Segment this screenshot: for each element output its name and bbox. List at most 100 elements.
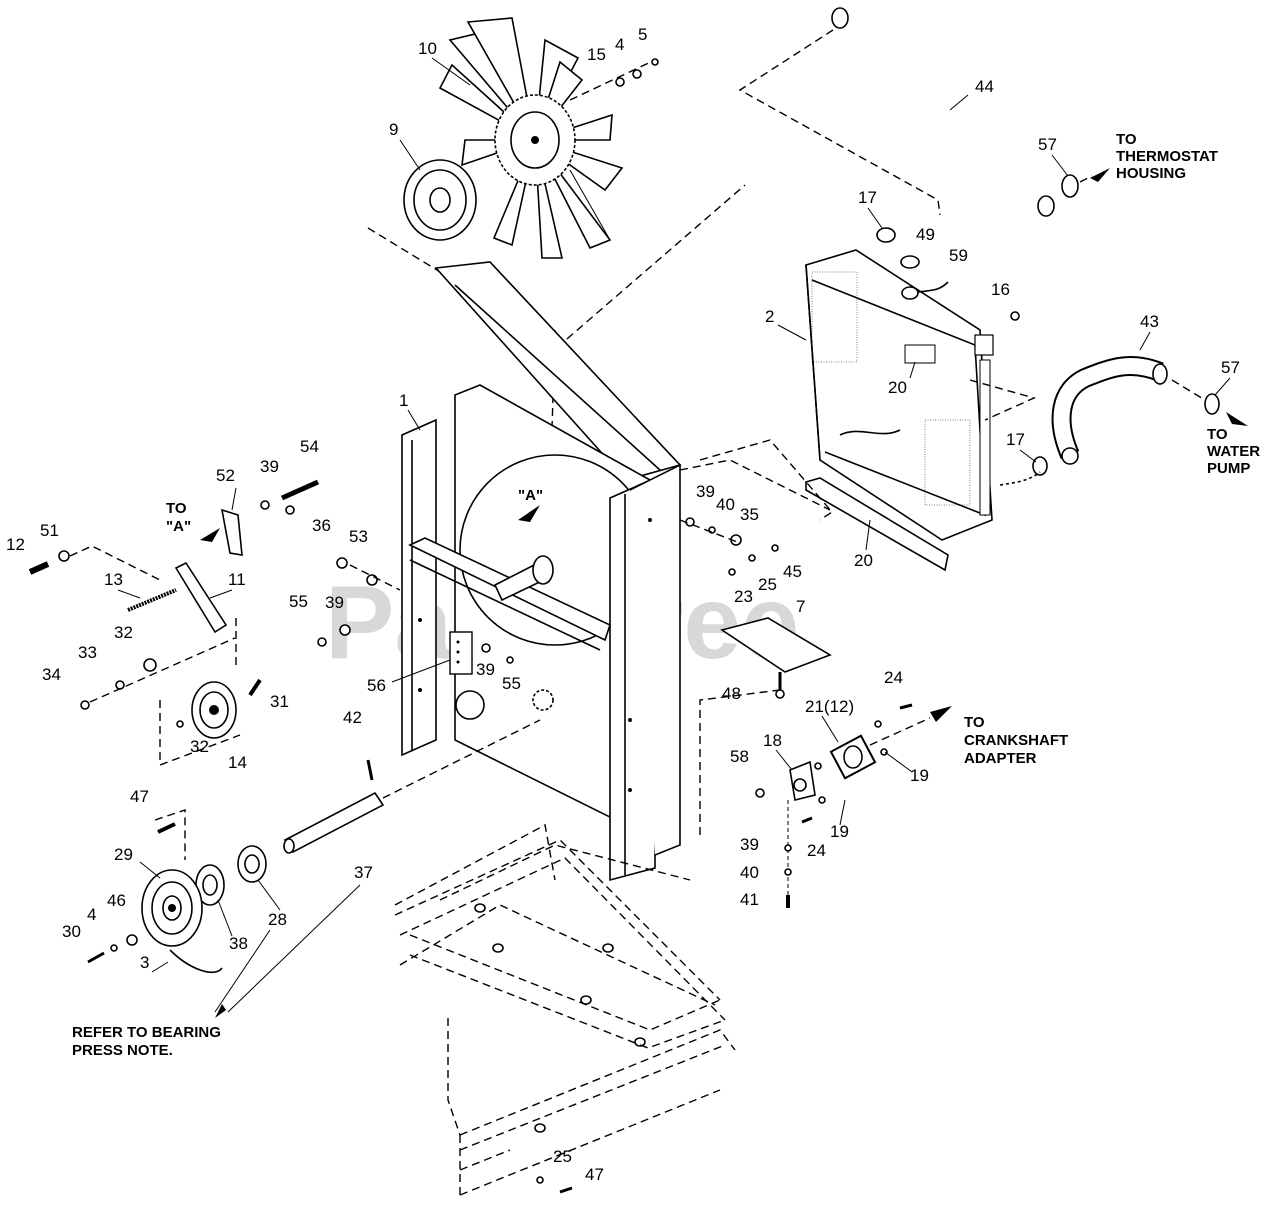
part-label: 17 bbox=[858, 188, 877, 207]
part-label: 19 bbox=[910, 766, 929, 785]
part-label: 2 bbox=[765, 307, 774, 326]
part-label: 53 bbox=[349, 527, 368, 546]
part-label: 4 bbox=[87, 905, 96, 924]
part-label: 33 bbox=[78, 643, 97, 662]
part-label: 18 bbox=[763, 731, 782, 750]
part-label: 9 bbox=[389, 120, 398, 139]
part-label: 39 bbox=[476, 660, 495, 679]
note-to-a: TO "A" bbox=[166, 500, 191, 535]
radiator-core bbox=[805, 249, 994, 541]
part-label: 30 bbox=[62, 922, 81, 941]
bracket-20-lower bbox=[805, 477, 949, 572]
part-label: 47 bbox=[585, 1165, 604, 1184]
svg-text:"A": "A" bbox=[166, 518, 191, 535]
jackshaft-37 bbox=[283, 719, 541, 854]
part-label: 34 bbox=[42, 665, 61, 684]
pulley-hardware bbox=[87, 809, 186, 964]
part-label: 39 bbox=[740, 835, 759, 854]
part-label: 5 bbox=[638, 25, 647, 44]
svg-text:PRESS NOTE.: PRESS NOTE. bbox=[72, 1042, 173, 1059]
part-label: 59 bbox=[949, 246, 968, 265]
bolt-16 bbox=[1010, 311, 1020, 321]
fan-pulley bbox=[403, 159, 477, 241]
part-label: 13 bbox=[104, 570, 123, 589]
idler-bracket-52 bbox=[200, 508, 243, 556]
part-label: 47 bbox=[130, 787, 149, 806]
part-label: 42 bbox=[343, 708, 362, 727]
part-label: 24 bbox=[807, 841, 826, 860]
fan-hardware bbox=[569, 58, 659, 101]
part-label: 38 bbox=[229, 934, 248, 953]
part-label: 17 bbox=[1006, 430, 1025, 449]
radiator-cap bbox=[900, 255, 949, 300]
part-label: 43 bbox=[1140, 312, 1159, 331]
part-label: 39 bbox=[325, 593, 344, 612]
part-label: 37 bbox=[354, 863, 373, 882]
part-label: 12 bbox=[6, 535, 25, 554]
right-hardware bbox=[679, 517, 779, 576]
upper-hose bbox=[831, 6, 1055, 219]
view-a-label: "A" bbox=[518, 487, 543, 504]
svg-text:TO: TO bbox=[166, 500, 187, 517]
part-label: 48 bbox=[722, 684, 741, 703]
crank-adapter-21 bbox=[829, 703, 952, 780]
part-label: 24 bbox=[884, 668, 903, 687]
part-label: 4 bbox=[615, 35, 624, 54]
part-label: 45 bbox=[783, 562, 802, 581]
shroud-frame bbox=[401, 261, 682, 882]
leader-lines bbox=[117, 57, 1231, 973]
fan-blade-assembly bbox=[438, 17, 624, 259]
lower-hose bbox=[1051, 356, 1168, 465]
part-label: 21(12) bbox=[805, 697, 854, 716]
part-label: 55 bbox=[502, 674, 521, 693]
svg-text:TO: TO bbox=[1207, 426, 1228, 443]
part-label: 1 bbox=[399, 391, 408, 410]
part-label: 40 bbox=[740, 863, 759, 882]
bolt-54 bbox=[260, 479, 320, 515]
part-label: 11 bbox=[228, 570, 246, 589]
belt-3 bbox=[169, 949, 223, 974]
part-label: 16 bbox=[991, 280, 1010, 299]
part-label: 44 bbox=[975, 77, 994, 96]
part-label: 51 bbox=[40, 521, 59, 540]
svg-text:TO: TO bbox=[1116, 131, 1137, 148]
note-bearing: REFER TO BEARING PRESS NOTE. bbox=[72, 1024, 221, 1059]
svg-text:HOUSING: HOUSING bbox=[1116, 165, 1186, 182]
part-label: 49 bbox=[916, 225, 935, 244]
note-water-pump: TO WATER PUMP bbox=[1207, 426, 1260, 477]
part-label: 52 bbox=[216, 466, 235, 485]
note-crankshaft: TO CRANKSHAFT ADAPTER bbox=[964, 714, 1068, 767]
bolt-12 bbox=[28, 550, 70, 575]
part-label: 31 bbox=[270, 692, 289, 711]
part-label: 20 bbox=[888, 378, 907, 397]
base-frame bbox=[394, 823, 736, 1196]
part-label: 14 bbox=[228, 753, 247, 772]
clamp-57-lower bbox=[1171, 379, 1248, 426]
part-label: 19 bbox=[830, 822, 849, 841]
part-label: 25 bbox=[758, 575, 777, 594]
part-label: 46 bbox=[107, 891, 126, 910]
svg-text:WATER: WATER bbox=[1207, 443, 1260, 460]
part-label: 10 bbox=[418, 39, 437, 58]
part-label: 32 bbox=[190, 737, 209, 756]
tensioner-7 bbox=[720, 617, 832, 699]
svg-text:ADAPTER: ADAPTER bbox=[964, 750, 1037, 767]
svg-text:REFER TO BEARING: REFER TO BEARING bbox=[72, 1024, 221, 1041]
idler-arm-11 bbox=[127, 561, 228, 634]
clamp-17-upper bbox=[876, 227, 896, 243]
clamp-57-upper bbox=[1061, 168, 1110, 198]
bearing-housing-38 bbox=[195, 864, 225, 906]
svg-text:CRANKSHAFT: CRANKSHAFT bbox=[964, 732, 1068, 749]
drive-pulley-29 bbox=[141, 869, 203, 947]
note-thermostat: TO THERMOSTAT HOUSING bbox=[1116, 131, 1218, 182]
part-label: 58 bbox=[730, 747, 749, 766]
part-label: 28 bbox=[268, 910, 287, 929]
part-label: 3 bbox=[140, 953, 149, 972]
idler-hardware bbox=[80, 637, 236, 710]
part-label: 39 bbox=[696, 482, 715, 501]
part-label: 36 bbox=[312, 516, 331, 535]
part-label: 57 bbox=[1221, 358, 1240, 377]
bracket-18 bbox=[755, 760, 826, 908]
part-label: 40 bbox=[716, 495, 735, 514]
